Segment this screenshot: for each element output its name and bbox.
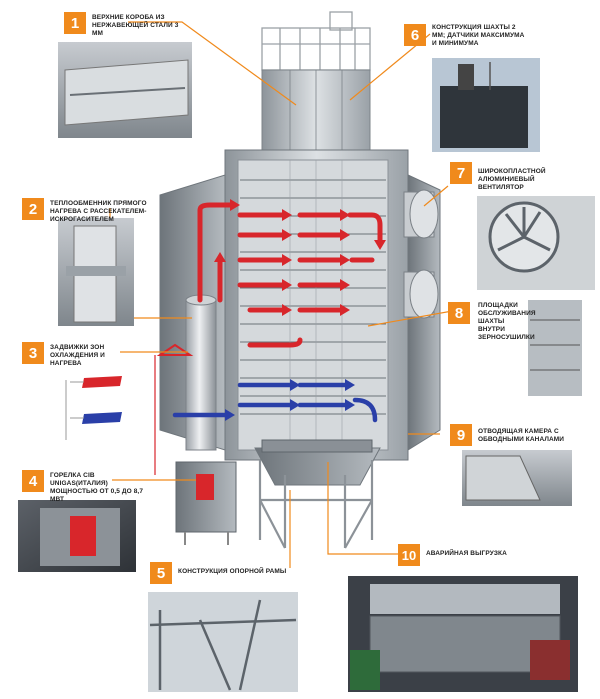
callout-5-badge: 5 (150, 562, 172, 584)
callout-9-label: ОТВОДЯЩАЯ КАМЕРА С ОБВОДНЫМИ КАНАЛАМИ (478, 428, 565, 443)
heat-exchanger (185, 299, 217, 451)
callout-6-badge: 6 (404, 24, 426, 46)
callout-2-badge: 2 (22, 198, 44, 220)
photo-dampers (65, 376, 122, 440)
cold-air-arrows (172, 382, 378, 423)
photo-emergency-discharge (348, 576, 578, 692)
callout-8-label: ПЛОЩАДКИ ОБСЛУЖИВАНИЯ ШАХТЫ ВНУТРИ ЗЕРНО… (478, 302, 536, 341)
discharge-hopper (254, 447, 381, 486)
photo-maintenance-platform (528, 300, 582, 396)
callout-7-badge: 7 (450, 162, 472, 184)
callout-6-label: КОНСТРУКЦИЯ ШАХТЫ 2 ММ; ДАТЧИКИ МАКСИМУМ… (432, 24, 525, 47)
photo-burner (18, 500, 136, 572)
hot-air-arrowheads (214, 199, 386, 316)
hot-air-arrows (197, 202, 383, 348)
photo-support-frame (148, 592, 298, 692)
callout-5-label: КОНСТРУКЦИЯ ОПОРНОЙ РАМЫ (178, 568, 287, 575)
callout-3-label: ЗАДВИЖКИ ЗОН ОХЛАЖДЕНИЯ И НАГРЕВА (50, 344, 105, 367)
callout-1-label: ВЕРХНИЕ КОРОБА ИЗ НЕРЖАВЕЮЩЕЙ СТАЛИ 3 ММ (92, 14, 179, 37)
callout-9-badge: 9 (450, 424, 472, 446)
fan-upper (403, 189, 439, 239)
callout-10-label: АВАРИЙНАЯ ВЫГРУЗКА (426, 550, 507, 557)
top-railing (261, 11, 371, 71)
support-frame (258, 460, 374, 549)
callout-4-badge: 4 (22, 470, 44, 492)
callout-3-badge: 3 (22, 342, 44, 364)
callout-10-badge: 10 (398, 544, 420, 566)
photo-upper-boxes (58, 42, 192, 138)
callout-4-label: ГОРЕЛКА CIB UNIGAS(ИТАЛИЯ) МОЩНОСТЬЮ ОТ … (50, 472, 144, 503)
photo-exhaust-chamber (462, 450, 572, 506)
callout-2-label: ТЕПЛООБМЕННИК ПРЯМОГО НАГРЕВА С РАССЕКАТ… (50, 200, 147, 223)
photo-fan (477, 196, 595, 290)
burner-unit (175, 461, 237, 545)
photo-shaft (432, 58, 540, 152)
callout-1-badge: 1 (64, 12, 86, 34)
callout-7-label: ШИРОКОПЛАСТНОЙ АЛЮМИНИЕВЫЙ ВЕНТИЛЯТОР (478, 168, 546, 191)
photo-heat-exchanger (58, 218, 134, 326)
callout-8-badge: 8 (448, 302, 470, 324)
damper-valve (154, 343, 194, 475)
fan-lower (403, 269, 439, 319)
